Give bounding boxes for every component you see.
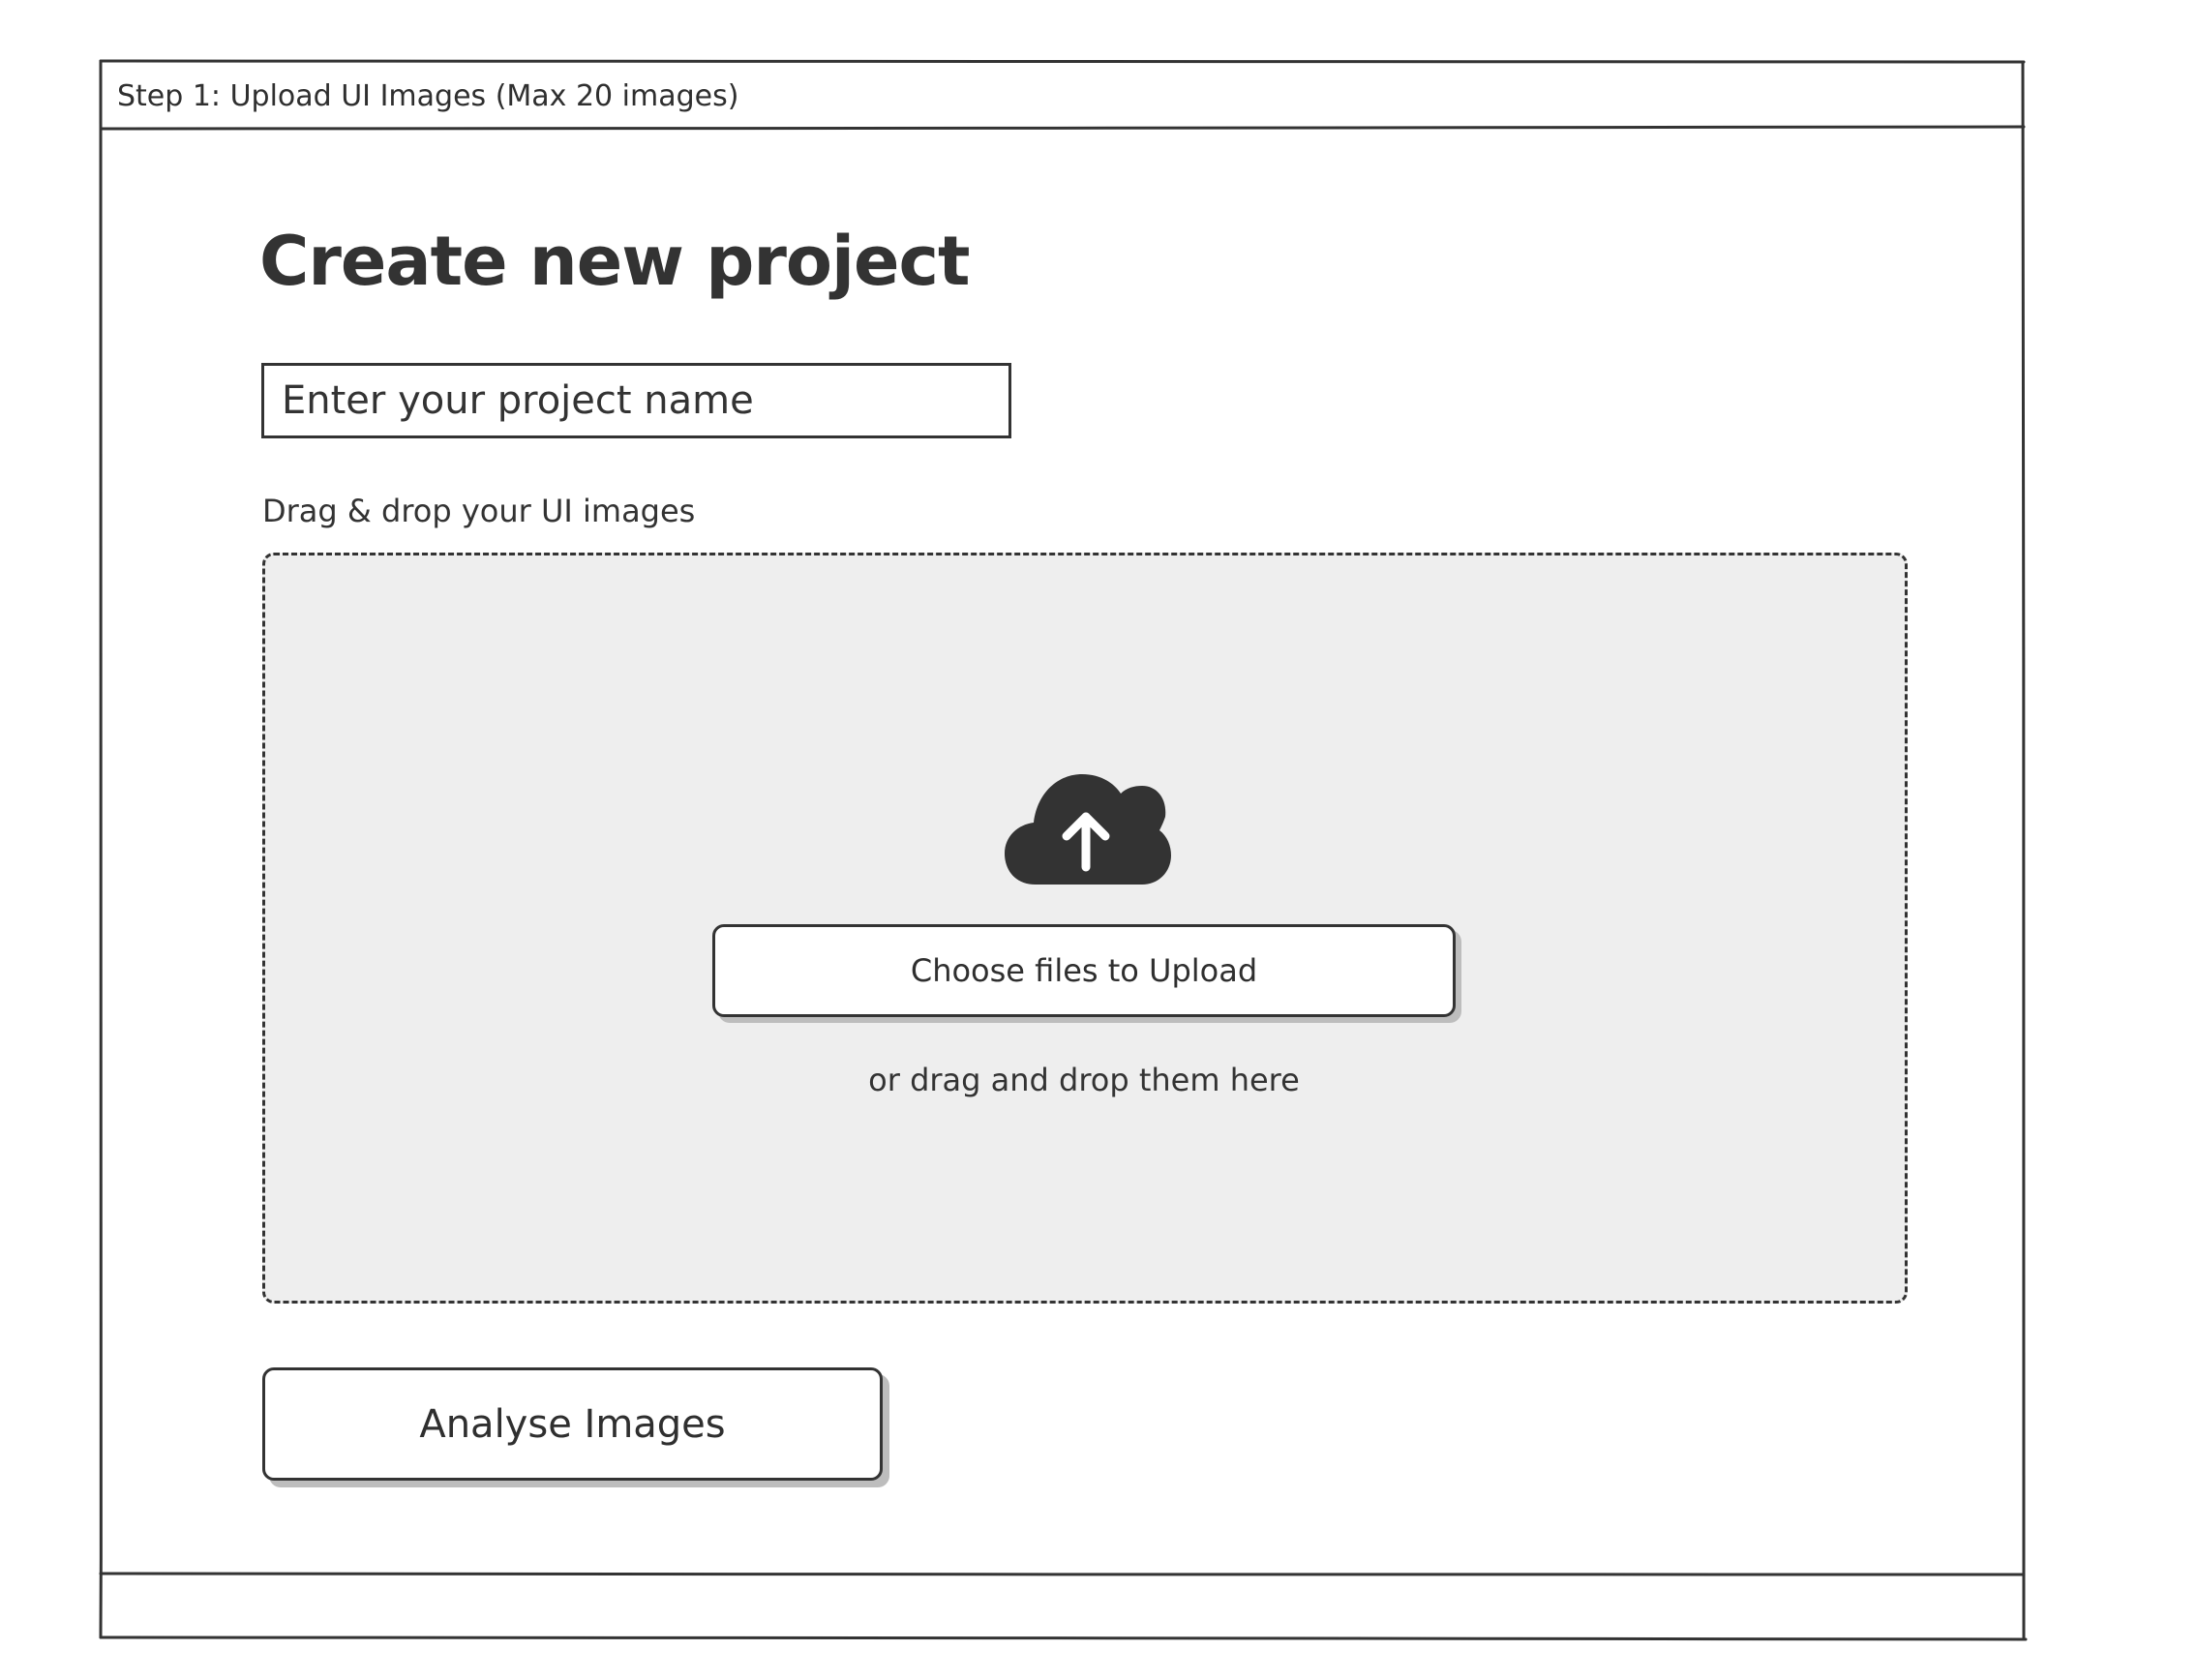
project-name-input[interactable]: [261, 363, 1011, 438]
drag-drop-hint: or drag and drop them here: [868, 1062, 1300, 1098]
analyse-images-button[interactable]: Analyse Images: [262, 1367, 883, 1481]
page-title: Create new project: [259, 222, 970, 301]
choose-files-button[interactable]: Choose files to Upload: [712, 924, 1456, 1017]
cloud-upload-icon: [1005, 774, 1171, 885]
dropzone-label: Drag & drop your UI images: [262, 493, 696, 529]
window-title: Step 1: Upload UI Images (Max 20 images): [117, 79, 739, 113]
